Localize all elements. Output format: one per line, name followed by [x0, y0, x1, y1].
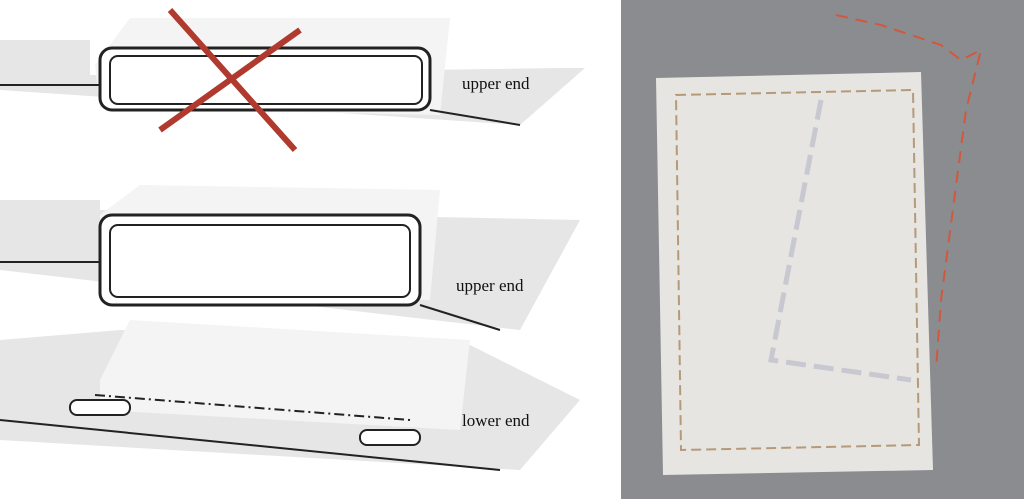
paper-patch: [656, 72, 933, 475]
fabric-photo: [621, 0, 1024, 499]
diagram-panel-2: [0, 185, 580, 331]
seam-diagrams: [0, 8, 585, 471]
panel-2-label: upper end: [456, 276, 524, 295]
diagram-panel-3: [0, 320, 580, 471]
stitch-line: [835, 14, 983, 371]
diagram-panel-1: [0, 8, 585, 152]
panel-1-label: upper end: [462, 74, 530, 93]
panel-3-label: lower end: [462, 411, 530, 430]
